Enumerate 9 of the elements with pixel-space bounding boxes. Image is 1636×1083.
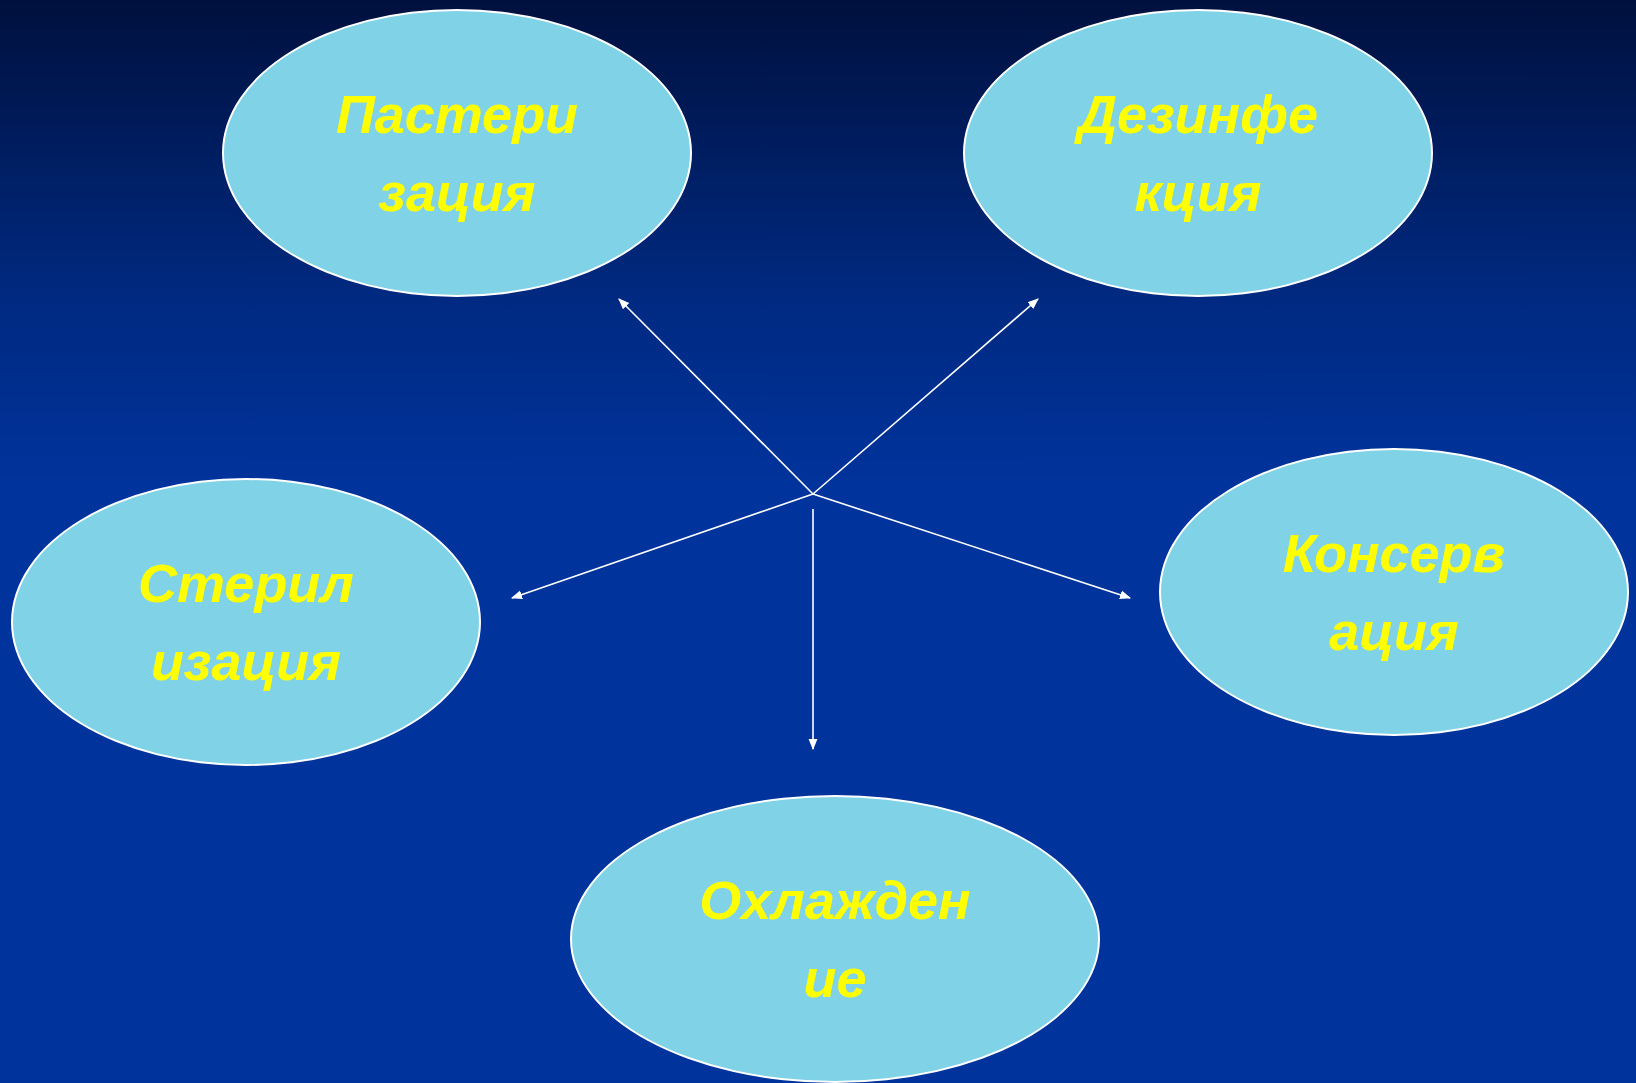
arrow: [808, 508, 818, 751]
arrow: [618, 298, 814, 495]
node-label: Стерил изация: [138, 552, 354, 693]
arrow: [812, 493, 1132, 600]
arrow: [812, 298, 1039, 495]
node-label: Консерв ация: [1282, 522, 1506, 663]
node-label: Охлажден ие: [699, 869, 971, 1010]
arrow: [510, 493, 814, 599]
node-label: Пастери зация: [335, 83, 579, 224]
